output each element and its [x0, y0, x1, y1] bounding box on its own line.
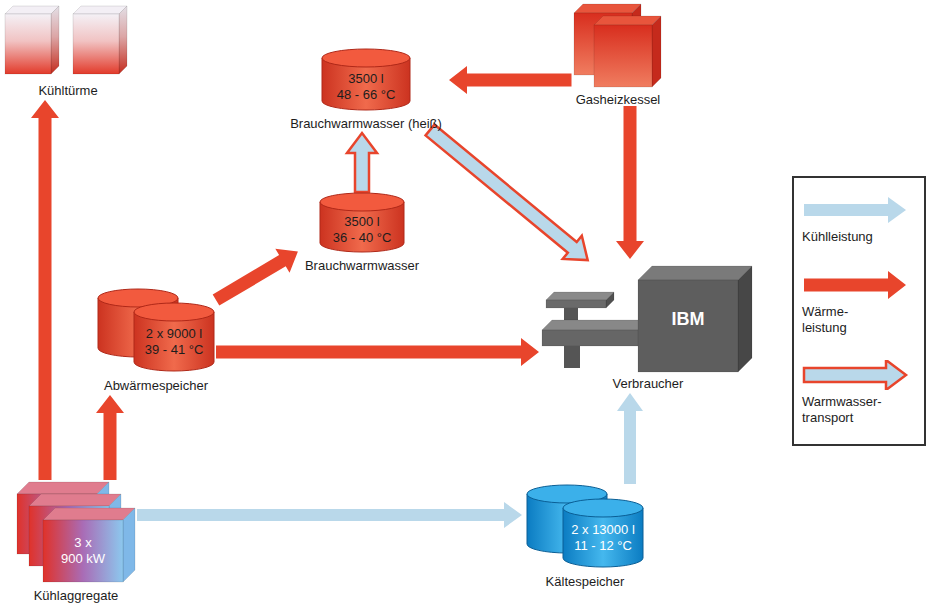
capacity-text: 36 - 40 °C	[333, 230, 392, 246]
water-flow-arrow	[426, 125, 588, 260]
gas-boiler-part	[652, 16, 661, 87]
legend-entry: Kühlleistung	[802, 195, 914, 245]
capacity-text: 2 x 13000 l	[571, 522, 635, 538]
cooling-tower-shape	[3, 4, 133, 79]
legend-entry: Warmwasser- transport	[802, 360, 914, 426]
consumer-machine-part	[606, 292, 614, 308]
tank-label-area: 2 x 13000 l11 - 12 °C	[565, 518, 641, 558]
cold-storage: 2 x 13000 l11 - 12 °C Kältespeicher	[525, 484, 645, 588]
node-label: Brauchwarmwasser (heiß)	[290, 116, 442, 132]
water-tank-part	[320, 193, 404, 211]
consumer-machine-part	[638, 280, 738, 372]
node-label-row: Gasheizkessel	[572, 90, 665, 108]
legend-label: Wärme- leistung	[802, 304, 892, 336]
heat-storage-part	[134, 303, 214, 321]
hot-water-tank: 3500 l48 - 66 °C Brauchwarmwasser (heiß)	[286, 48, 446, 130]
chiller-unit-part	[29, 494, 121, 506]
gas-boiler-part	[594, 16, 661, 25]
heat-flow-arrow	[31, 100, 59, 480]
cooling-tower-part	[73, 14, 119, 74]
gas-boiler-part	[574, 4, 641, 13]
node-label-row: Kühlaggregate	[15, 586, 137, 604]
consumer-machine-shape	[542, 262, 754, 372]
legend-arrow	[804, 197, 906, 223]
legend-label: Warmwasser- transport	[802, 394, 892, 426]
consumer-machine-part	[546, 300, 606, 308]
heat-storage: 2 x 9000 l39 - 41 °C Abwärmespeicher	[96, 288, 216, 392]
legend-swatch	[802, 195, 914, 225]
cooling-tower: Kühltürme	[3, 4, 133, 97]
cooling-tower-part	[73, 6, 127, 14]
capacity-text: 39 - 41 °C	[145, 342, 204, 358]
capacity-text: 3500 l	[348, 71, 383, 87]
node-label: Gasheizkessel	[576, 92, 661, 108]
legend-arrow	[804, 360, 906, 390]
gas-boiler-shape	[572, 2, 664, 88]
node-label: Kühltürme	[38, 83, 97, 99]
heat-flow-arrow	[96, 395, 124, 480]
legend-entry: Wärme- leistung	[802, 270, 914, 336]
capacity-text: 48 - 66 °C	[337, 87, 396, 103]
capacity-text: 3500 l	[344, 214, 379, 230]
consumer-machine-part	[564, 346, 580, 368]
cooling-tower-part	[51, 6, 59, 74]
water-tank: 3500 l36 - 40 °C Brauchwarmwasser	[301, 192, 424, 272]
cooling-tower-part	[5, 6, 59, 14]
capacity-text: IBM	[672, 309, 705, 330]
legend-label: Kühlleistung	[802, 229, 892, 245]
consumer-machine-part	[546, 292, 614, 300]
tank-label-area: 3500 l48 - 66 °C	[324, 68, 408, 106]
cold-flow-arrow	[137, 502, 522, 528]
legend-swatch	[802, 270, 914, 300]
legend-box	[793, 177, 925, 445]
legend-swatch	[802, 360, 914, 390]
cooling-tower-part	[5, 14, 51, 74]
consumer-machine: IBM Verbraucher	[542, 262, 754, 390]
cold-storage-part	[563, 499, 643, 517]
consumer-machine-part	[638, 266, 752, 280]
cooling-tower-part	[119, 6, 127, 74]
node-label-row: Brauchwarmwasser (heiß)	[286, 114, 446, 132]
tank-label-area: 3 x900 kW	[43, 520, 123, 582]
tank-label-area: IBM	[638, 280, 738, 358]
consumer-machine-part	[542, 320, 652, 330]
node-label: Brauchwarmwasser	[305, 258, 419, 274]
node-label: Kühlaggregate	[34, 588, 119, 604]
tank-label-area: 2 x 9000 l39 - 41 °C	[136, 322, 212, 362]
capacity-text: 2 x 9000 l	[146, 326, 202, 342]
chiller-unit-part	[43, 520, 123, 582]
capacity-text: 11 - 12 °C	[574, 538, 632, 554]
node-label-row: Abwärmespeicher	[96, 376, 216, 394]
tank-label-area: 3500 l36 - 40 °C	[322, 212, 402, 248]
consumer-machine-part	[542, 330, 642, 346]
node-label-row: Kühltürme	[3, 81, 133, 99]
node-label-row: Verbraucher	[542, 374, 754, 392]
chiller-unit-shape	[15, 480, 137, 584]
hot-water-tank-part	[322, 49, 410, 67]
legend-arrow	[804, 271, 906, 299]
capacity-text: 3 x	[74, 535, 91, 551]
node-label: Abwärmespeicher	[104, 378, 208, 394]
node-label: Verbraucher	[613, 376, 684, 392]
chiller-unit-part	[17, 482, 109, 494]
cold-flow-arrow	[617, 393, 643, 484]
gas-boiler-part	[594, 25, 652, 87]
water-flow-arrow	[347, 133, 377, 192]
heat-flow-arrow	[616, 106, 644, 259]
heat-flow-arrow	[449, 66, 572, 94]
heat-flow-arrow	[213, 249, 298, 306]
node-label: Kältespeicher	[546, 574, 625, 590]
node-label-row: Brauchwarmwasser	[301, 256, 424, 274]
capacity-text: 900 kW	[61, 551, 105, 567]
chiller-unit: 3 x900 kW Kühlaggregate	[15, 480, 137, 602]
consumer-machine-part	[738, 266, 752, 372]
chiller-unit-part	[43, 508, 135, 520]
heat-flow-arrow	[216, 338, 539, 366]
gas-boiler: Gasheizkessel	[572, 2, 665, 106]
node-label-row: Kältespeicher	[525, 572, 645, 590]
chiller-unit-part	[123, 508, 135, 582]
